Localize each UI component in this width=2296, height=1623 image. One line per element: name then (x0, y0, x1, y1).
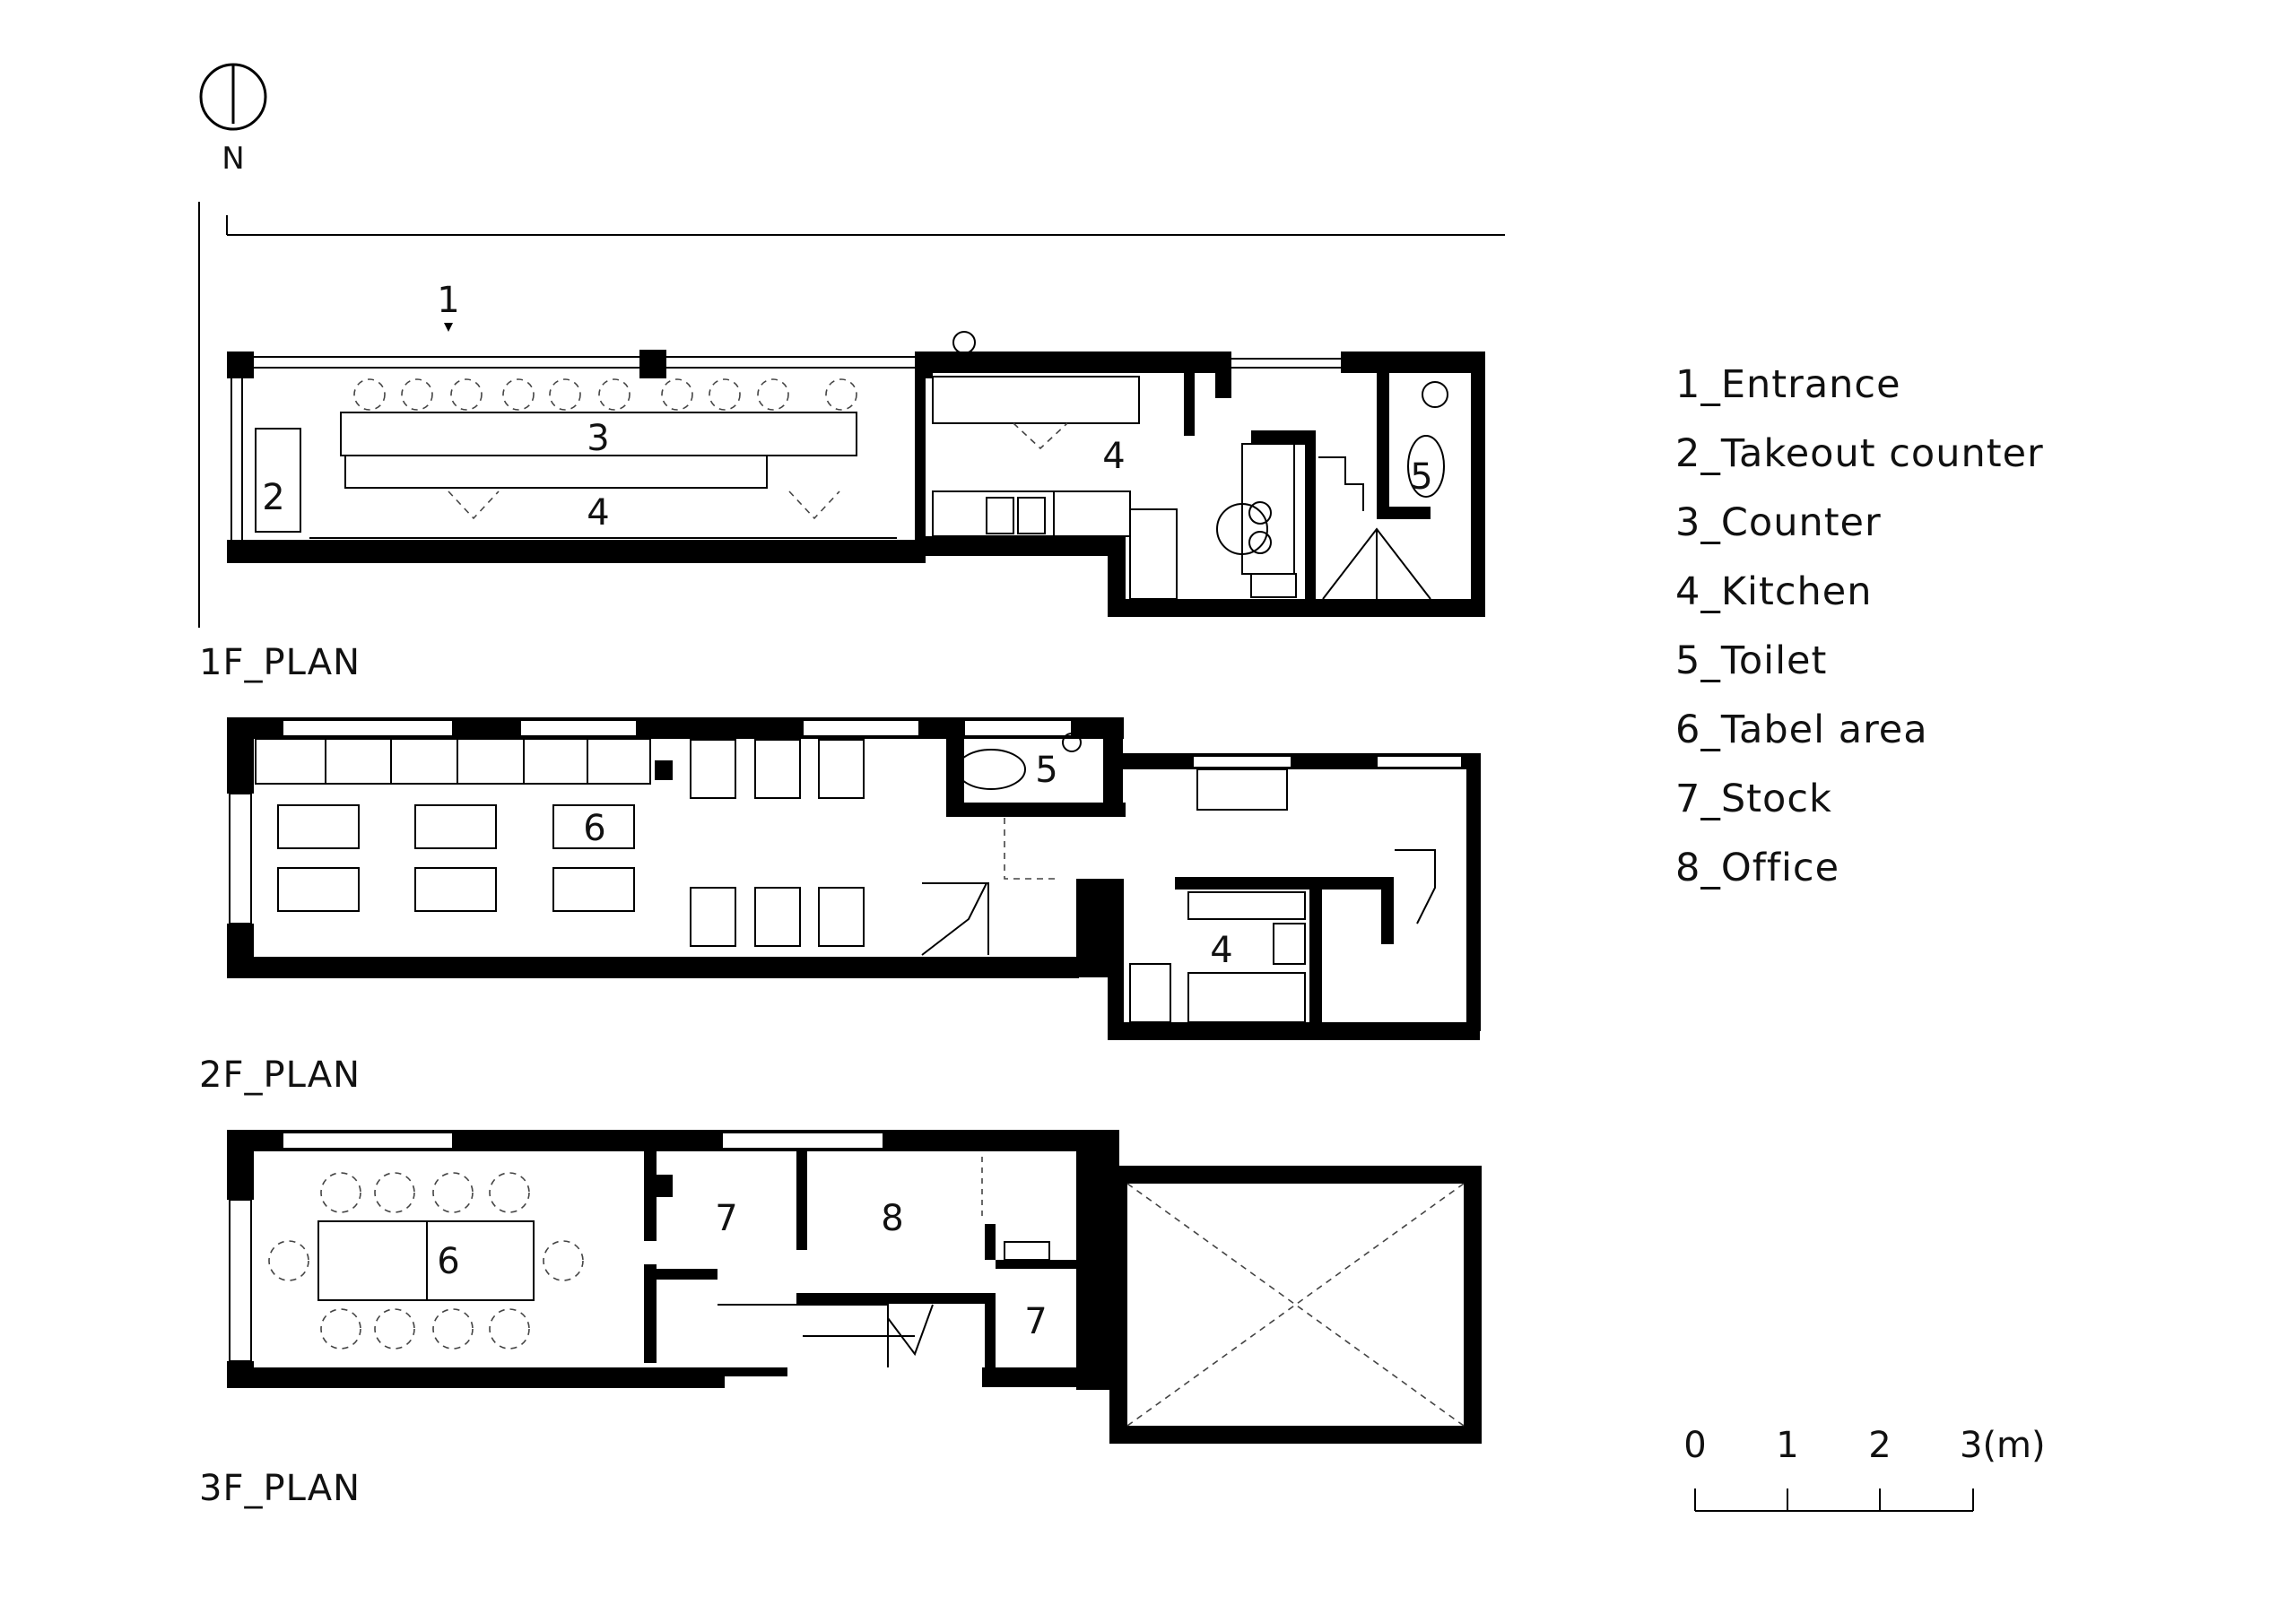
legend-item: 5_Toilet (1675, 638, 1827, 683)
room-1: 1 (437, 280, 459, 321)
north-label: N (222, 141, 244, 177)
room-6-2f: 6 (583, 808, 605, 849)
plan-2f: 6 5 4 2F_PLAN (199, 717, 1481, 1096)
legend-item: 4_Kitchen (1675, 569, 1872, 614)
room-4-front: 4 (587, 492, 609, 534)
room-4-rear: 4 (1102, 436, 1125, 477)
legend-item: 7_Stock (1675, 777, 1832, 821)
room-5: 5 (1410, 456, 1432, 498)
legend-item: 2_Takeout counter (1675, 431, 2044, 476)
site-boundary (198, 202, 1505, 628)
legend-item: 3_Counter (1675, 500, 1882, 545)
seat-row-1f (353, 378, 857, 411)
plan-1f: 1 2 3 4 4 5 1F_PLAN (199, 280, 1485, 683)
scale-tick-label: 1 (1776, 1425, 1798, 1466)
legend-item: 6_Tabel area (1675, 707, 1928, 752)
seat-ring-3f (268, 1172, 584, 1350)
plan-title-3f: 3F_PLAN (199, 1468, 361, 1509)
room-7-3f-b: 7 (1024, 1301, 1047, 1342)
scale-tick-label: 0 (1683, 1425, 1706, 1466)
room-5-2f: 5 (1035, 750, 1057, 791)
plan-title-1f: 1F_PLAN (199, 642, 361, 683)
room-2: 2 (262, 477, 284, 518)
room-8-3f: 8 (881, 1198, 903, 1239)
north-arrow: N (199, 63, 267, 177)
legend-item: 8_Office (1675, 846, 1839, 890)
scale-bar: 0 1 2 3(m) (1683, 1425, 2046, 1512)
room-7-3f-a: 7 (715, 1198, 737, 1239)
room-4-2f: 4 (1210, 930, 1232, 971)
scale-tick-label: 3(m) (1960, 1425, 2046, 1466)
room-6-3f: 6 (437, 1241, 459, 1282)
plan-3f: 6 7 8 7 3F_PLAN (199, 1130, 1482, 1509)
scale-tick-label: 2 (1868, 1425, 1891, 1466)
legend-item: 1_Entrance (1675, 362, 1901, 407)
plan-title-2f: 2F_PLAN (199, 1055, 361, 1096)
room-3: 3 (587, 418, 609, 459)
legend: 1_Entrance 2_Takeout counter 3_Counter 4… (1675, 362, 2044, 890)
